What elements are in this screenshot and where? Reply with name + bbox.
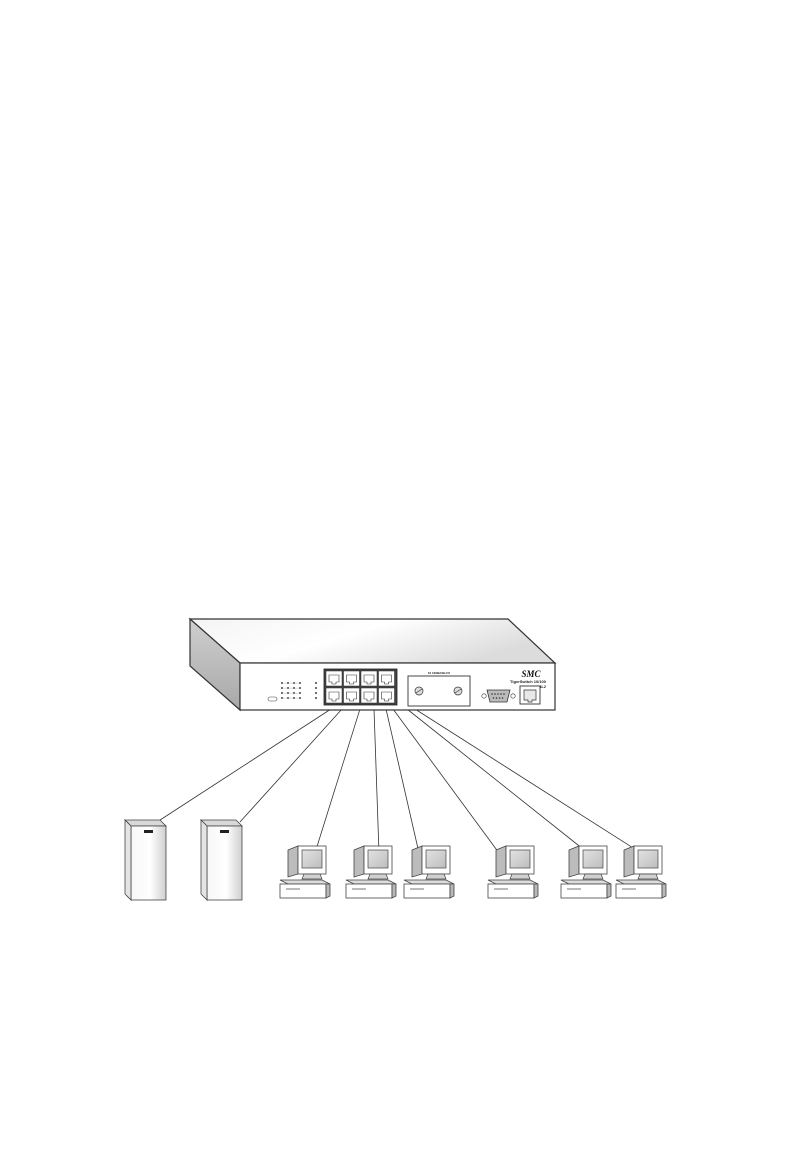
rj45-port-block bbox=[324, 669, 397, 705]
status-led-icon bbox=[315, 687, 317, 689]
cable-to-workstation-2 bbox=[374, 709, 379, 853]
power-led bbox=[268, 697, 277, 701]
screen-icon bbox=[368, 850, 388, 868]
screen-icon bbox=[583, 850, 603, 868]
screen-icon bbox=[510, 850, 530, 868]
rj45-port-3 bbox=[361, 671, 377, 686]
rj45-port-1 bbox=[326, 671, 342, 686]
rj45-port-7 bbox=[361, 688, 377, 703]
workstation-icon bbox=[346, 846, 396, 898]
status-led-icon bbox=[315, 682, 317, 684]
cable-to-server-1 bbox=[157, 709, 331, 822]
rj45-port-6 bbox=[344, 688, 360, 703]
expansion-module-slot: 10 100BASE-FX bbox=[408, 671, 470, 706]
workstation-icon bbox=[404, 846, 454, 898]
rj45-port-5 bbox=[326, 688, 342, 703]
desktop-case-icon bbox=[561, 884, 607, 898]
status-led-icon bbox=[315, 692, 317, 694]
rj45-port-4 bbox=[379, 671, 395, 686]
cable-to-workstation-6 bbox=[415, 709, 641, 853]
module-label: 10 100BASE-FX bbox=[428, 671, 450, 675]
switch-top-face bbox=[190, 619, 555, 663]
switch-front-panel bbox=[240, 663, 555, 710]
desktop-case-icon bbox=[280, 884, 326, 898]
desktop-case-icon bbox=[404, 884, 450, 898]
server-group bbox=[125, 820, 242, 900]
cable-to-workstation-5 bbox=[407, 709, 588, 853]
network-switch: 10 100BASE-FX SMC TigerSwitch 10/100 670… bbox=[190, 619, 555, 710]
cable-to-workstation-1 bbox=[315, 709, 360, 853]
screen-icon bbox=[638, 850, 658, 868]
workstation-icon bbox=[616, 846, 666, 898]
rj45-port-8 bbox=[379, 688, 395, 703]
screen-icon bbox=[302, 850, 322, 868]
switch-brand-logo: SMC bbox=[521, 669, 541, 679]
desktop-case-icon bbox=[346, 884, 392, 898]
desktop-case-icon bbox=[488, 884, 534, 898]
screen-icon bbox=[426, 850, 446, 868]
drive-bay-icon bbox=[220, 830, 229, 833]
desktop-case-icon bbox=[616, 884, 662, 898]
server-tower-icon bbox=[125, 820, 166, 900]
rj45-port-2 bbox=[344, 671, 360, 686]
workstation-icon bbox=[561, 846, 611, 898]
cable-to-workstation-3 bbox=[386, 709, 419, 853]
management-port-icon bbox=[520, 686, 540, 704]
status-led-icon bbox=[315, 697, 317, 699]
server-tower-icon bbox=[201, 820, 242, 900]
cable-to-workstation-4 bbox=[393, 709, 499, 853]
workstation-icon bbox=[488, 846, 538, 898]
workstation-group bbox=[280, 846, 666, 898]
drive-bay-icon bbox=[144, 830, 153, 833]
workstation-icon bbox=[280, 846, 330, 898]
cable-to-server-2 bbox=[240, 709, 342, 822]
